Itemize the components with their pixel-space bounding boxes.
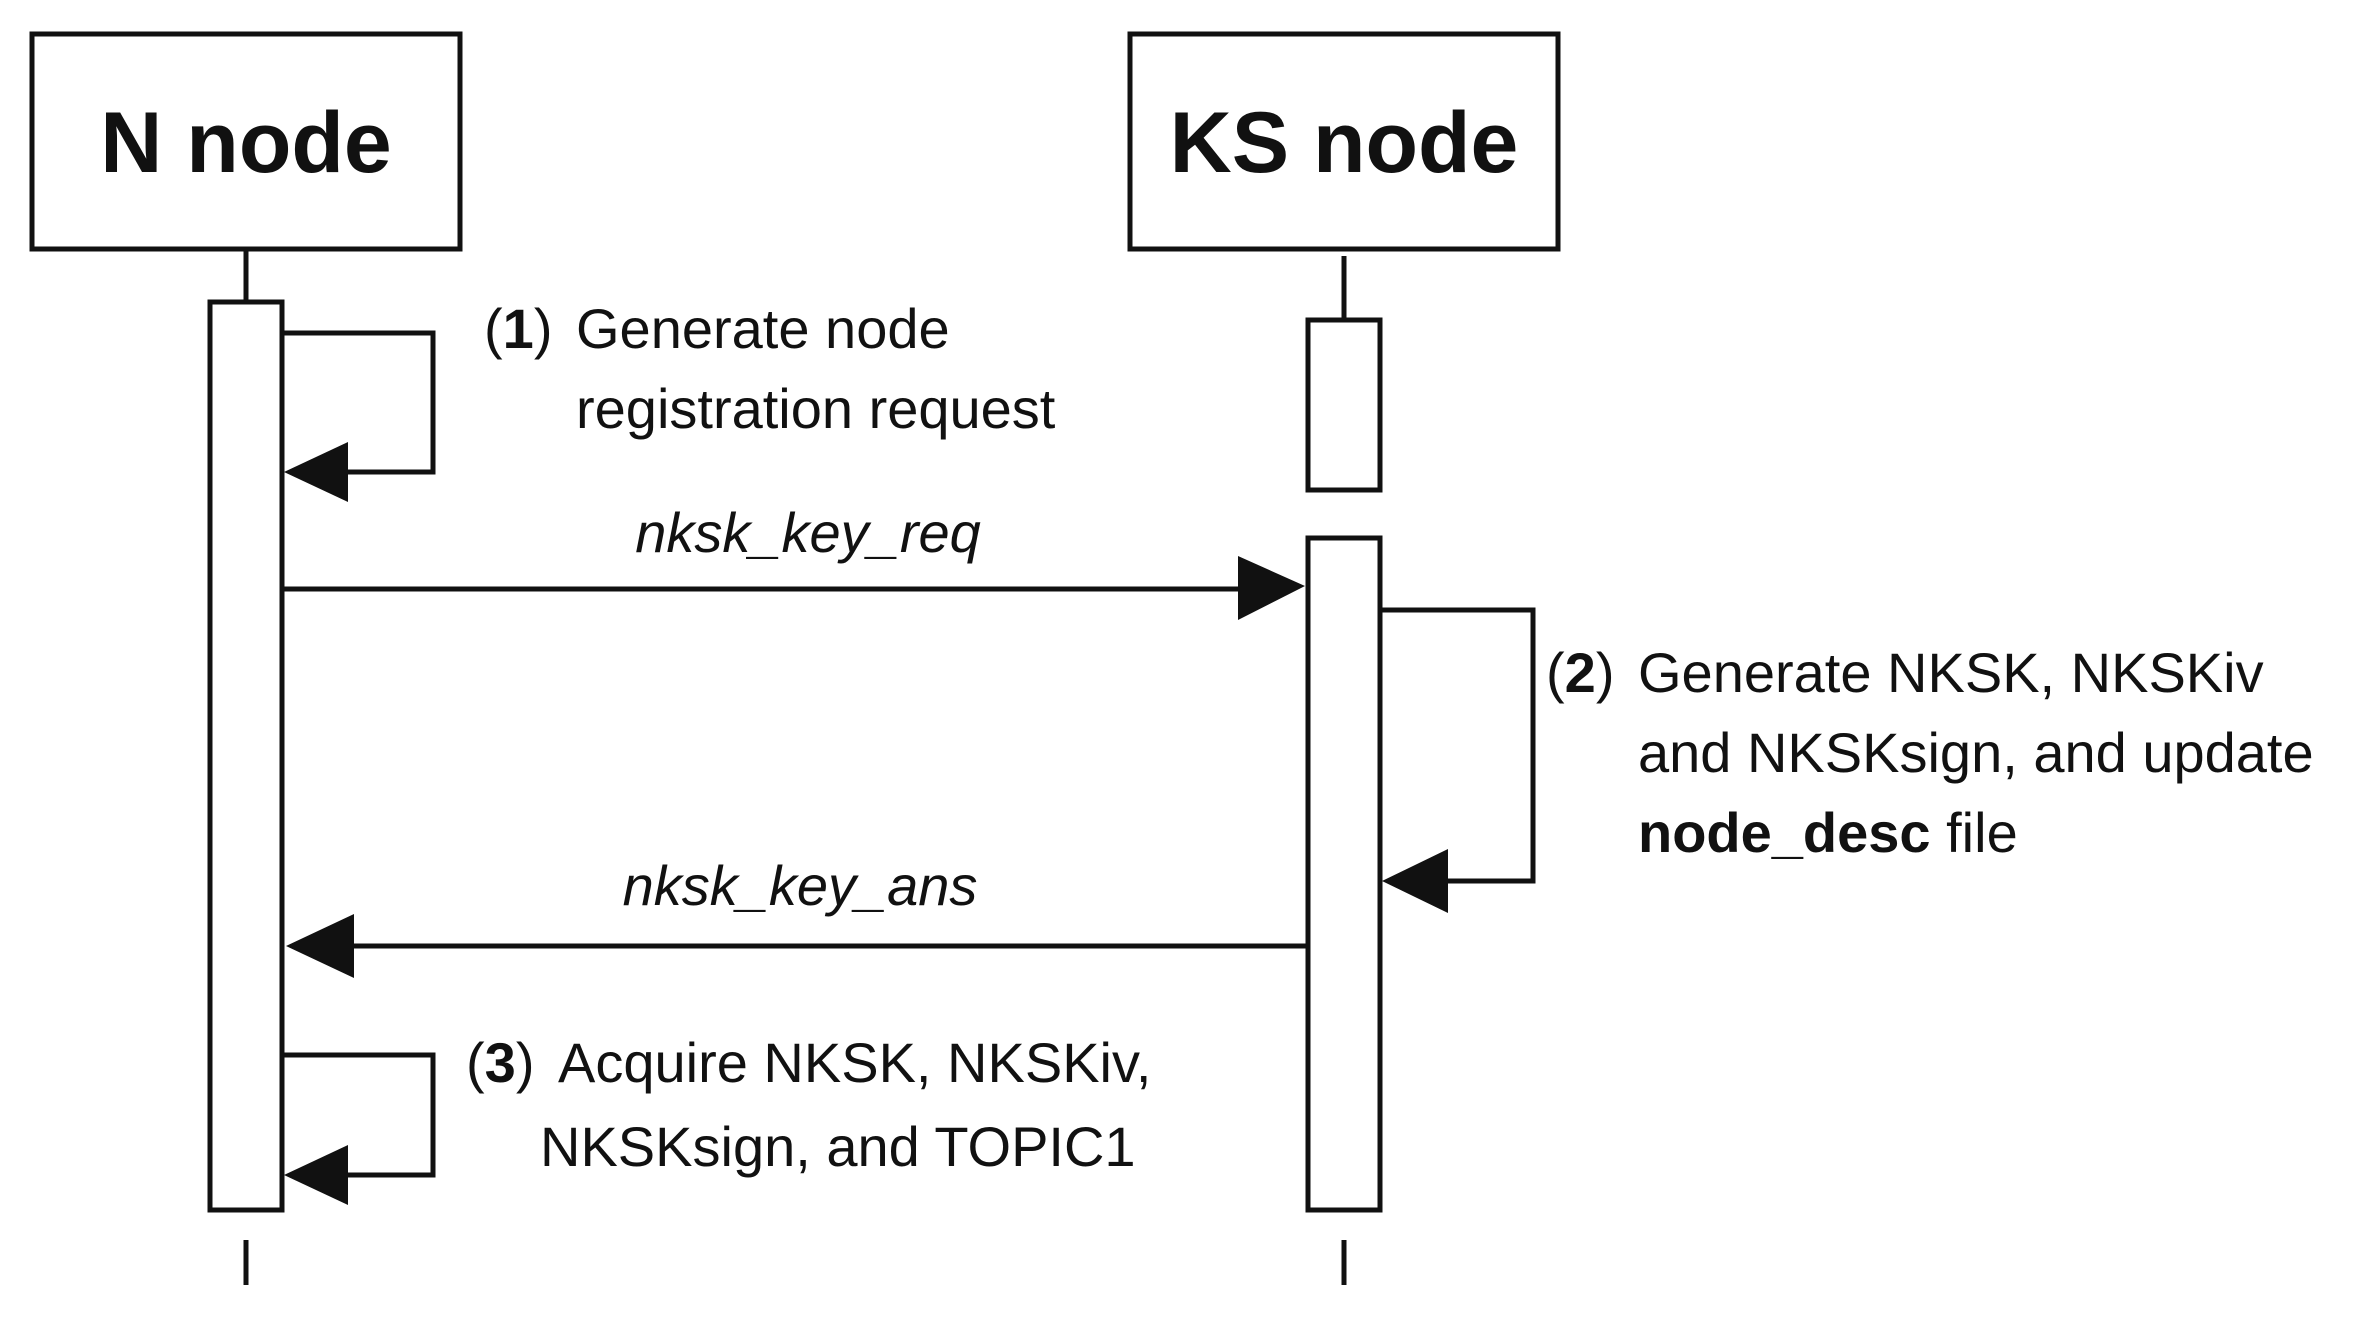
step-2-file-name: node_desc xyxy=(1638,801,1931,864)
svg-text:(1): (1) xyxy=(484,297,552,360)
step-2-number: 2 xyxy=(1565,641,1596,704)
participant-ks-node-label: KS node xyxy=(1170,95,1519,191)
message-arrow-request xyxy=(282,556,1305,620)
step-2-label: (2) Generate NKSK, NKSKiv and NKSKsign, … xyxy=(1546,641,2314,864)
step-1-label: (1) Generate node registration request xyxy=(484,297,1056,440)
step-3-label: (3) Acquire NKSK, NKSKiv, NKSKsign, and … xyxy=(466,1031,1151,1178)
message-label-request: nksk_key_req xyxy=(635,501,981,564)
participant-n-node-label: N node xyxy=(100,95,391,191)
participant-ks-node: KS node xyxy=(1127,31,1561,252)
self-call-arrow-3 xyxy=(282,1052,436,1205)
step-2-line-3: node_desc file xyxy=(1638,801,2018,864)
svg-text:(3): (3) xyxy=(466,1031,534,1094)
step-2-file-suffix: file xyxy=(1931,801,2018,864)
activation-bar-ks-node-main xyxy=(1305,535,1383,1213)
message-arrow-answer xyxy=(286,914,1308,978)
step-2-line-2: and NKSKsign, and update xyxy=(1638,721,2314,784)
step-3-line-2: NKSKsign, and TOPIC1 xyxy=(540,1115,1136,1178)
svg-text:(2): (2) xyxy=(1546,641,1614,704)
message-label-answer: nksk_key_ans xyxy=(623,854,978,917)
step-1-line-1: Generate node xyxy=(576,297,950,360)
step-1-number: 1 xyxy=(503,297,534,360)
activation-bar-n-node xyxy=(207,299,285,1213)
step-3-line-1: Acquire NKSK, NKSKiv, xyxy=(558,1031,1151,1094)
participant-n-node: N node xyxy=(29,31,463,252)
activation-bar-ks-node-top xyxy=(1305,317,1383,493)
step-1-line-2: registration request xyxy=(576,377,1056,440)
self-call-arrow-2 xyxy=(1380,607,1536,913)
step-2-line-1: Generate NKSK, NKSKiv xyxy=(1638,641,2264,704)
self-call-arrow-1 xyxy=(282,330,436,502)
step-3-number: 3 xyxy=(485,1031,516,1094)
